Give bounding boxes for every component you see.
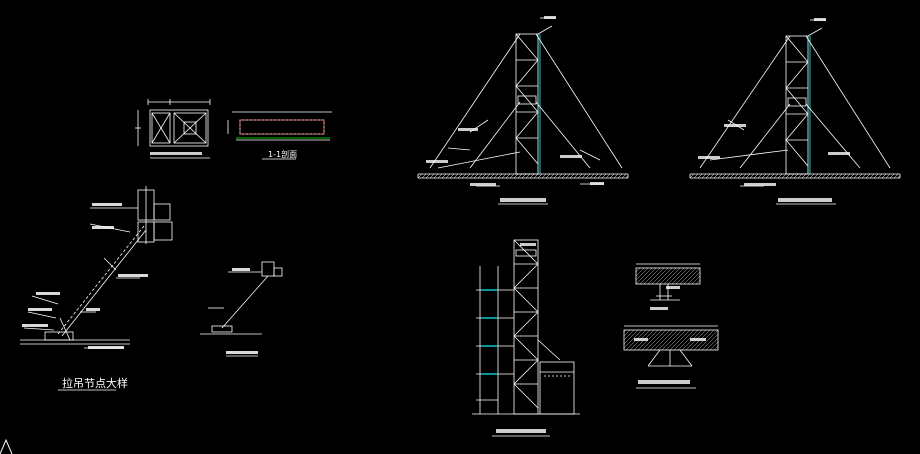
foundation-plan-view <box>135 99 211 159</box>
ground-hatch-left <box>418 174 628 178</box>
slab-upper-annotations <box>650 286 680 310</box>
small-anchor-detail <box>200 261 283 357</box>
building-tower-elevation <box>472 239 580 415</box>
foundation-section-view <box>227 111 332 141</box>
tower-left-annotations <box>426 16 604 202</box>
tower-right-annotations <box>698 18 850 202</box>
building-floor-markers <box>482 289 498 375</box>
ucs-axis-icon <box>0 438 13 454</box>
tower-elevation-right <box>689 19 901 187</box>
ground-hatch-right <box>690 174 900 178</box>
cable-anchor-annotations <box>22 203 148 349</box>
detail-title: 拉吊节点大样 <box>62 376 128 390</box>
small-anchor-annotations <box>226 268 258 354</box>
cable-anchor-detail <box>20 186 173 349</box>
slab-lower-annotations <box>634 338 706 384</box>
slab-hatch-upper <box>636 268 700 284</box>
tower-elevation-left <box>417 17 629 187</box>
building-annotations <box>496 243 546 433</box>
section-label: 1-1剖面 <box>268 149 297 159</box>
slab-hatch-lower <box>624 330 718 350</box>
plan-title-marks <box>150 152 202 155</box>
